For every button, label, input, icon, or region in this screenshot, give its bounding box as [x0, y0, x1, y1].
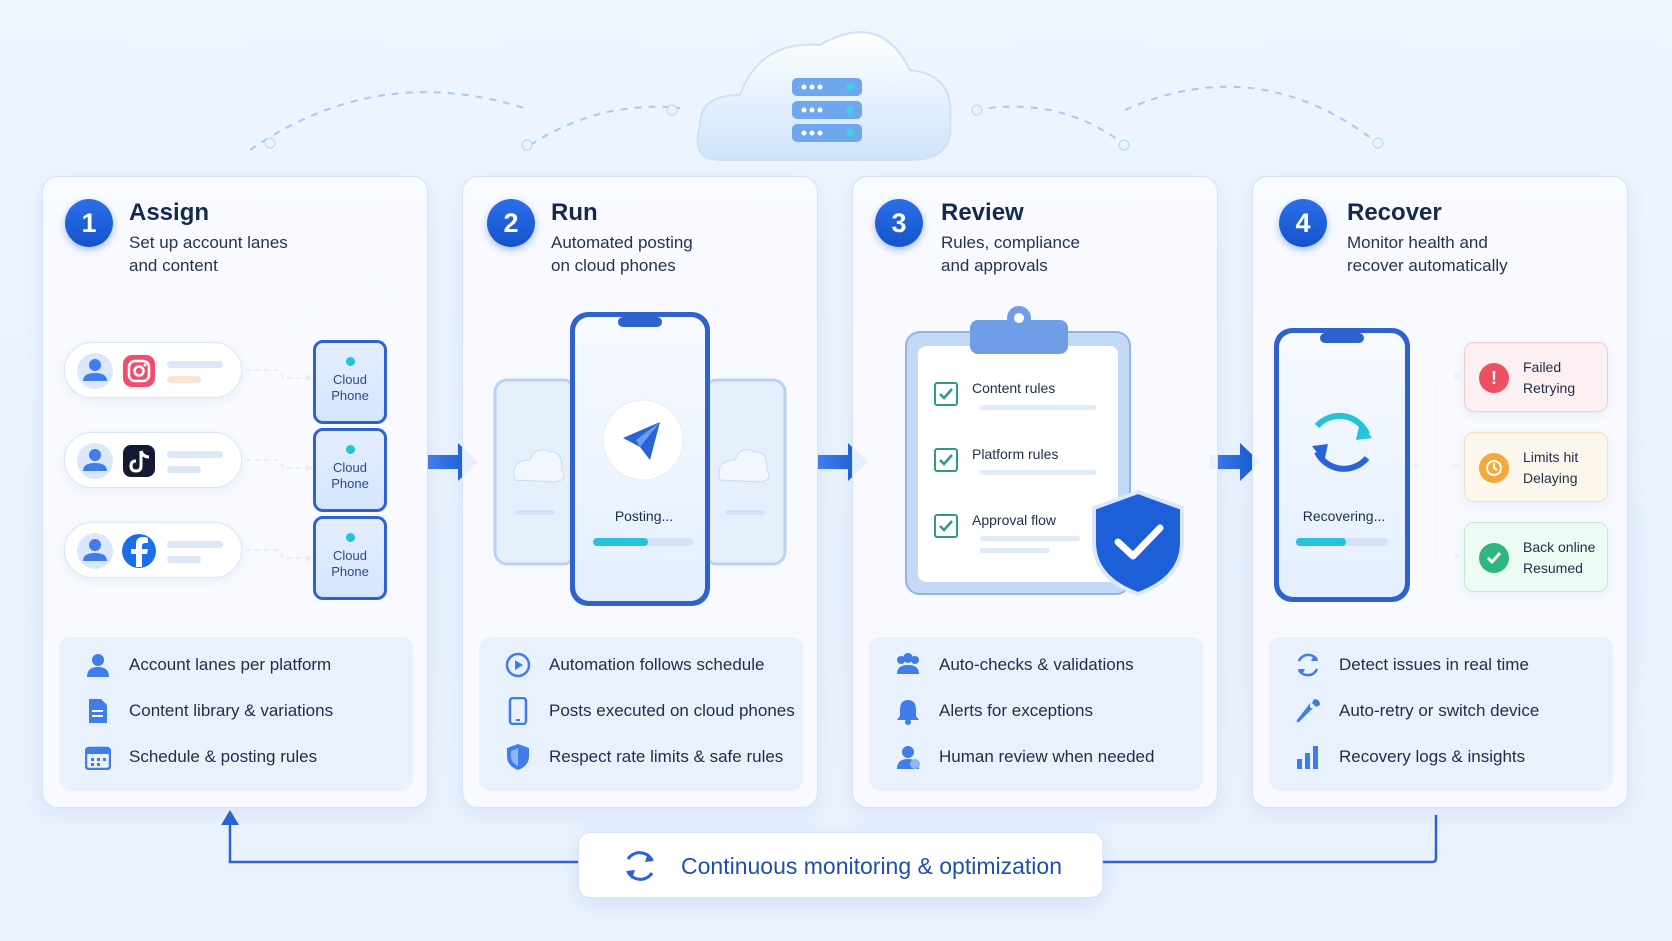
stage-title: Assign: [129, 199, 210, 226]
lane-graphic: [77, 443, 223, 479]
bar-chart-icon: [1293, 743, 1323, 771]
shield-check-icon: [1092, 489, 1184, 597]
posting-status: Posting...: [614, 508, 674, 524]
stage-number: 4: [1279, 199, 1327, 247]
account-lane[interactable]: [64, 522, 242, 578]
alert-icon: !: [1479, 363, 1509, 393]
checkbox-checked-icon: [934, 448, 958, 472]
reviewer-icon: [893, 743, 923, 771]
feature-item: Human review when needed: [893, 743, 1154, 771]
run-phones-graphic: [493, 312, 787, 606]
stage-number: 1: [65, 199, 113, 247]
checkbox-checked-icon: [934, 382, 958, 406]
checklist-item: Approval flow: [934, 512, 1056, 538]
feature-item: Automation follows schedule: [503, 651, 764, 679]
feature-item: Auto-checks & validations: [893, 651, 1134, 679]
calendar-icon: [83, 743, 113, 771]
phone-icon: [503, 697, 533, 725]
feature-item: Posts executed on cloud phones: [503, 697, 795, 725]
tiktok-icon: [123, 445, 155, 477]
status-card-limits[interactable]: Limits hit Delaying: [1464, 432, 1608, 502]
stage-title: Review: [941, 199, 1024, 226]
refresh-icon: [621, 847, 659, 890]
wrench-icon: [1293, 697, 1323, 725]
account-lane[interactable]: [64, 432, 242, 488]
feature-item: Respect rate limits & safe rules: [503, 743, 783, 771]
account-lane[interactable]: [64, 342, 242, 398]
clock-icon: [1479, 453, 1509, 483]
checklist-item: Content rules: [934, 380, 1055, 406]
lane-graphic: [77, 353, 223, 389]
feature-list: Automation follows schedule Posts execut…: [479, 637, 803, 791]
shield-icon: [503, 743, 533, 771]
bell-icon: [893, 697, 923, 725]
status-card-online[interactable]: Back online Resumed: [1464, 522, 1608, 592]
instagram-icon: [123, 355, 155, 387]
stage-title: Run: [551, 199, 598, 226]
feature-item: Account lanes per platform: [83, 651, 331, 679]
lane-graphic: [77, 533, 223, 569]
checklist-item: Platform rules: [934, 446, 1058, 472]
user-icon: [83, 651, 113, 679]
feature-list: Account lanes per platform Content libra…: [59, 637, 413, 791]
cloud-server-icon: [696, 31, 952, 161]
stage-number: 3: [875, 199, 923, 247]
refresh-spinner-icon: [1312, 412, 1372, 472]
feature-list: Detect issues in real time Auto-retry or…: [1269, 637, 1613, 791]
stage-title: Recover: [1347, 199, 1442, 226]
feature-item: Recovery logs & insights: [1293, 743, 1525, 771]
feature-item: Alerts for exceptions: [893, 697, 1093, 725]
feature-item: Schedule & posting rules: [83, 743, 317, 771]
feature-list: Auto-checks & validations Alerts for exc…: [869, 637, 1203, 791]
recover-phone-graphic: [1274, 328, 1410, 602]
continuous-monitoring-banner[interactable]: Continuous monitoring & optimization: [578, 832, 1103, 898]
stage-number: 2: [487, 199, 535, 247]
status-card-failed[interactable]: ! Failed Retrying: [1464, 342, 1608, 412]
facebook-icon: [122, 534, 156, 568]
feature-item: Content library & variations: [83, 697, 333, 725]
play-icon: [503, 651, 533, 679]
feature-item: Detect issues in real time: [1293, 651, 1529, 679]
recovering-status: Recovering...: [1302, 508, 1386, 524]
sync-icon: [1293, 651, 1323, 679]
footer-label: Continuous monitoring & optimization: [681, 853, 1062, 879]
team-icon: [893, 651, 923, 679]
document-icon: [83, 697, 113, 725]
feature-item: Auto-retry or switch device: [1293, 697, 1539, 725]
check-circle-icon: [1479, 543, 1509, 573]
clipboard-graphic: [905, 306, 1184, 597]
checkbox-checked-icon: [934, 514, 958, 538]
